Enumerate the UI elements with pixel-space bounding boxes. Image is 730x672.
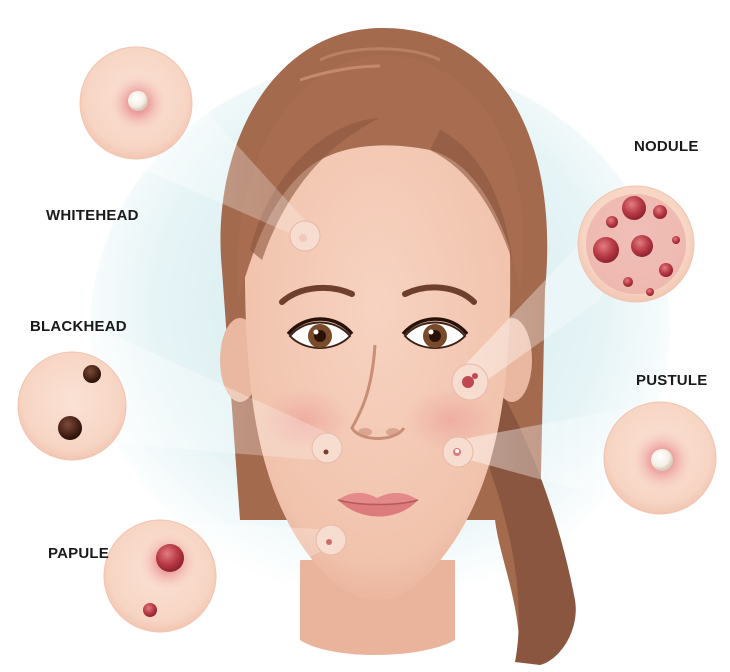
blackhead-label: BLACKHEAD (30, 318, 127, 335)
nodule-closeup (578, 186, 694, 302)
papule-closeup (104, 520, 216, 632)
papule-label: PAPULE (48, 545, 109, 562)
whitehead-label: WHITEHEAD (46, 207, 139, 224)
pustule-closeup (604, 402, 716, 514)
pustule-label: PUSTULE (636, 372, 707, 389)
blackhead-closeup (18, 352, 126, 460)
nodule-label: NODULE (634, 138, 699, 155)
whitehead-closeup (80, 47, 192, 159)
